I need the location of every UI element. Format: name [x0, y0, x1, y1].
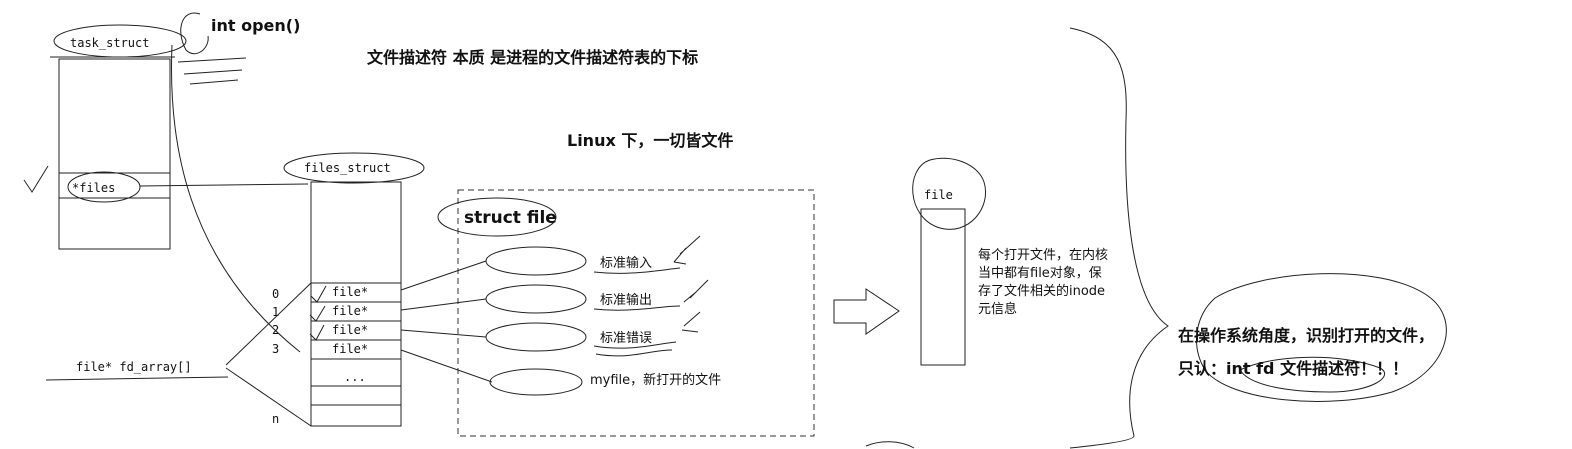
fd-essence-heading: 文件描述符 本质 是进程的文件描述符表的下标: [367, 48, 698, 67]
slot-check-marks-icon: [309, 285, 327, 341]
check-mark-icon: [23, 165, 49, 193]
task-struct-box: [58, 58, 171, 250]
fd-slot-2: file*: [332, 323, 368, 337]
file-note-line-4: 元信息: [978, 301, 1017, 317]
file-note-line-3: 存了文件相关的inode: [978, 283, 1105, 299]
everything-is-file-heading: Linux 下，一切皆文件: [567, 131, 733, 150]
fd-index-3: 3: [272, 342, 279, 356]
fd-array-pointer-bottom: [225, 367, 312, 427]
file-note-line-2: 当中都有file对象，保: [978, 266, 1102, 281]
file-object-label: file: [924, 188, 953, 202]
stderr-label: 标准错误: [600, 331, 652, 346]
struct-file-dashed-box: [457, 189, 815, 437]
file-object-myfile: [489, 368, 583, 396]
fd-index-1: 1: [272, 305, 279, 319]
files-struct-label: files_struct: [304, 161, 391, 175]
right-curly-brace: [1069, 27, 1169, 449]
files-struct-label-scribble: [283, 152, 425, 184]
stray-pen-stroke: [865, 441, 915, 449]
fd-index-0: 0: [272, 287, 279, 301]
hollow-right-arrow-icon: [833, 288, 900, 335]
files-pointer-arrow: [139, 183, 309, 187]
files-struct-box: [310, 181, 402, 427]
task-struct-label: task_struct: [70, 36, 149, 50]
fd-slot-ellipsis: ...: [344, 370, 366, 384]
task-to-fd-curve: [171, 44, 301, 353]
fd-index-n: n: [272, 412, 279, 426]
fd1-to-stdout-line: [400, 298, 487, 311]
open-annotation: int open(): [177, 12, 300, 85]
conclusion-line-2: 只认：int fd 文件描述符！！！: [1178, 359, 1408, 378]
fd-slot-3: file*: [332, 342, 368, 356]
open-hatch-lines: [177, 57, 247, 85]
fd-array-pointer-top: [225, 282, 312, 366]
stdin-label: 标准输入: [600, 255, 652, 271]
task-struct-block: task_struct *files: [23, 24, 309, 353]
stdout-label: 标准输出: [600, 292, 652, 308]
fd0-to-stdin-line: [400, 260, 487, 291]
file-object-stderr: [485, 322, 587, 352]
files-field-scribble: [67, 171, 141, 203]
files-field-label: *files: [72, 181, 115, 195]
file-note-line-1: 每个打开文件，在内核: [978, 247, 1108, 263]
conclusion-scribble-inner: [1239, 356, 1386, 393]
fd3-to-myfile-line: [400, 349, 493, 383]
struct-file-label-scribble: [437, 197, 557, 237]
fd-array-label: file* fd_array[]: [76, 360, 192, 374]
target-check-marks-icon: [673, 235, 709, 333]
file-label-scribble: [912, 157, 986, 230]
files-struct-block: files_struct file* file* file* file* ...…: [45, 152, 425, 427]
file-object-stdin: [485, 246, 587, 276]
myfile-label: myfile，新打开的文件: [590, 372, 721, 388]
conclusion-block: 在操作系统角度，识别打开的文件， 只认：int fd 文件描述符！！！: [1178, 273, 1447, 402]
file-object-stdout: [485, 284, 587, 314]
file-object-box: [920, 208, 966, 366]
struct-file-region: struct file 标准输入 标准输出 标准错误 myfile，新打开的文件: [400, 189, 815, 437]
conclusion-line-1: 在操作系统角度，识别打开的文件，: [1178, 326, 1434, 345]
conclusion-scribble-outer: [1196, 273, 1447, 402]
target-underline-scribbles: [593, 267, 681, 357]
open-scribble: [180, 12, 209, 55]
file-object-block: file 每个打开文件，在内核 当中都有file对象，保 存了文件相关的inod…: [912, 157, 1108, 366]
struct-file-label: struct file: [464, 208, 557, 228]
fd-index-2: 2: [272, 323, 279, 337]
fd2-to-stderr-line: [400, 329, 487, 338]
fd-slot-1: file*: [332, 304, 368, 318]
open-function-label: int open(): [211, 16, 300, 35]
fd-slot-0: file*: [332, 285, 368, 299]
